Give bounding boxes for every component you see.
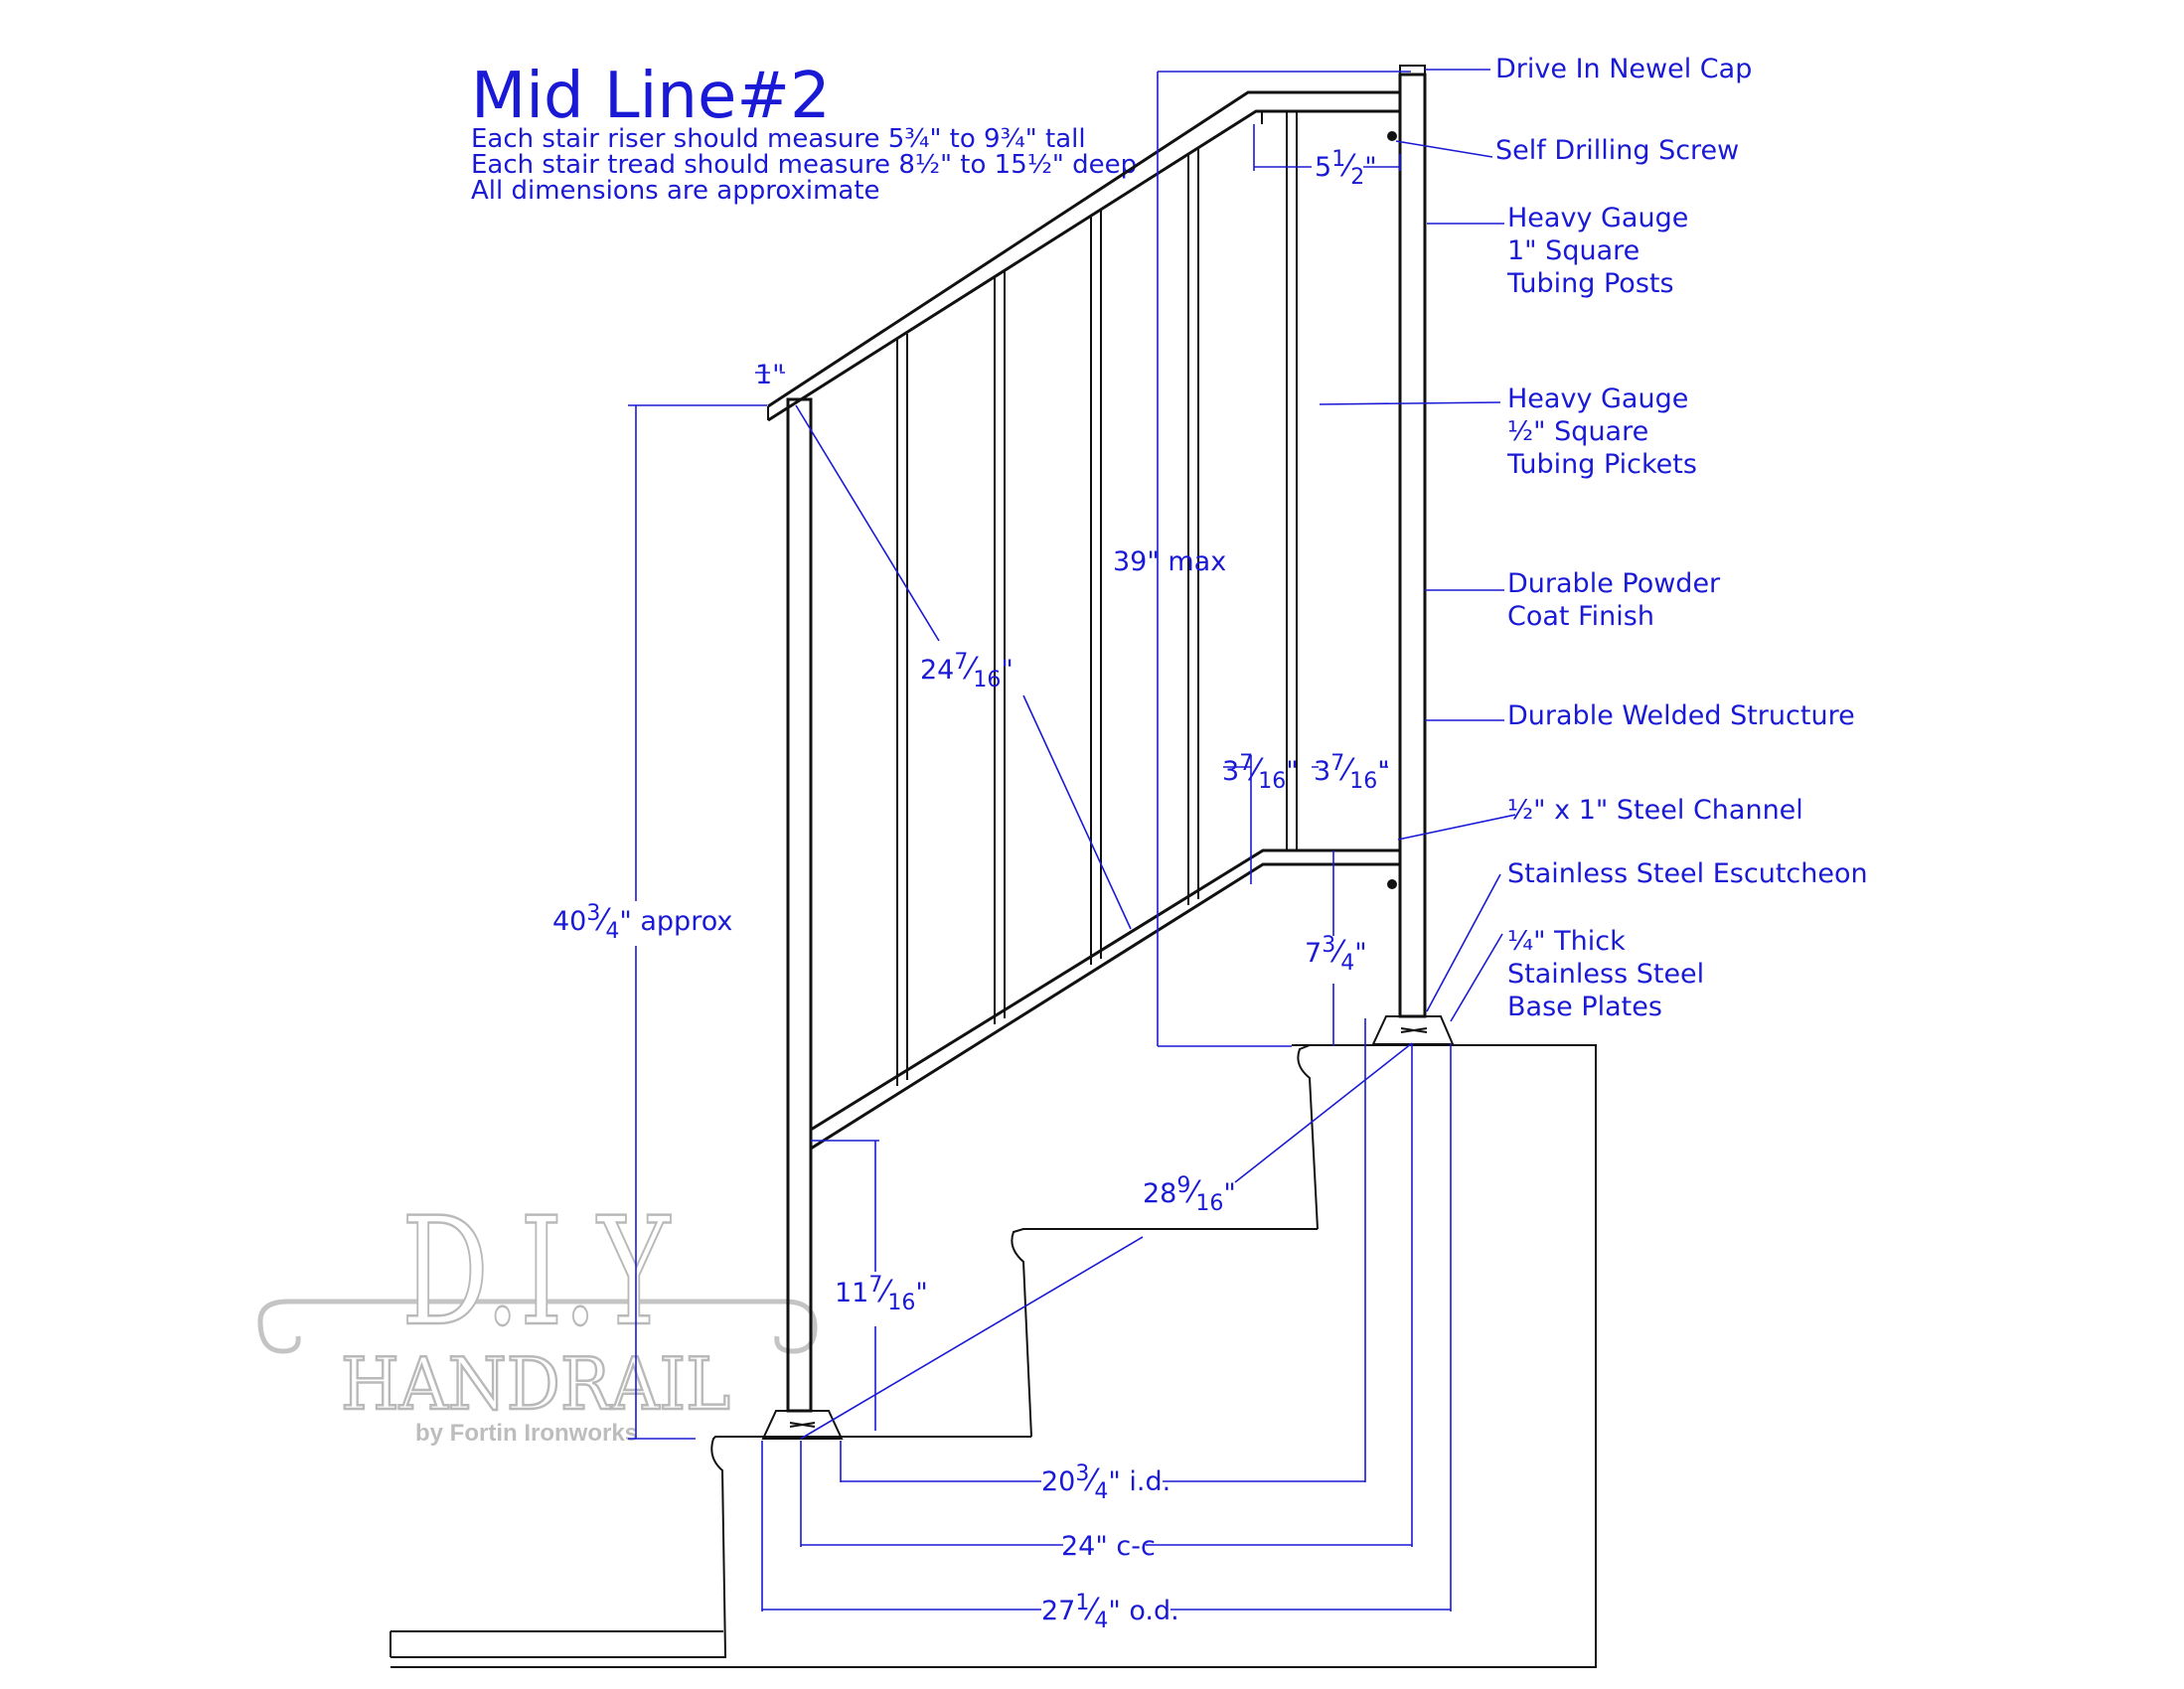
dim-picket-gap-right: 37⁄16" — [1314, 751, 1390, 794]
callout-posts-1: Heavy Gauge — [1507, 203, 1688, 233]
dim-diag-rail: 247⁄16" — [920, 650, 1014, 692]
dim-height-max: 39" max — [1113, 546, 1226, 577]
callout-posts-3: Tubing Posts — [1506, 268, 1674, 299]
note-approx: All dimensions are approximate — [471, 176, 880, 206]
dim-bottom-gap-left: 117⁄16" — [835, 1273, 928, 1315]
callout-channel: ½" x 1" Steel Channel — [1507, 795, 1803, 826]
post-left — [786, 397, 813, 1413]
note-riser: Each stair riser should measure 5¾" to 9… — [471, 124, 1086, 154]
dim-outer: 271⁄4" o.d. — [1041, 1591, 1179, 1633]
base-plate-left — [761, 1410, 844, 1440]
pickets — [896, 111, 1298, 1086]
callout-finish-2: Coat Finish — [1507, 601, 1654, 632]
callout-base-3: Base Plates — [1507, 992, 1662, 1022]
dim-diag-base: 289⁄16" — [1143, 1173, 1236, 1216]
base-plate-right — [1371, 1015, 1455, 1045]
callout-finish-1: Durable Powder — [1507, 568, 1721, 599]
callout-newel-cap: Drive In Newel Cap — [1495, 54, 1752, 84]
dimension-lines — [628, 69, 1516, 1612]
callout-pickets-3: Tubing Pickets — [1506, 449, 1697, 480]
callout-escutcheon: Stainless Steel Escutcheon — [1507, 858, 1868, 889]
dim-rail-end: 1" — [755, 360, 785, 390]
watermark-handrail: HANDRAIL — [341, 1342, 730, 1426]
post-right — [1398, 65, 1427, 1018]
bottom-rail — [810, 848, 1400, 1151]
callout-pickets-2: ½" Square — [1507, 416, 1648, 447]
top-rail — [767, 90, 1400, 422]
watermark-diy: D.I.Y — [401, 1186, 671, 1359]
callout-welded: Durable Welded Structure — [1507, 700, 1855, 731]
note-tread: Each stair tread should measure 8½" to 1… — [471, 150, 1137, 180]
diagram-title: Mid Line#2 — [471, 60, 831, 133]
callout-screw: Self Drilling Screw — [1495, 135, 1739, 166]
callout-base-2: Stainless Steel — [1507, 959, 1704, 990]
callout-posts-2: 1" Square — [1507, 235, 1639, 266]
dim-inner: 203⁄4" i.d. — [1041, 1461, 1170, 1504]
dim-left-height: 403⁄4" approx — [552, 901, 732, 944]
watermark-byline: by Fortin Ironworks — [415, 1420, 638, 1447]
dim-top-offset: 51⁄2" — [1315, 147, 1377, 190]
diy-handrail-watermark: D.I.Y HANDRAIL by Fortin Ironworks — [257, 1185, 818, 1447]
callout-base-1: ¼" Thick — [1507, 926, 1626, 957]
dim-bottom-gap-right: 73⁄4" — [1305, 933, 1367, 976]
dim-center: 24" c-c — [1061, 1531, 1156, 1562]
callout-pickets-1: Heavy Gauge — [1507, 384, 1688, 414]
